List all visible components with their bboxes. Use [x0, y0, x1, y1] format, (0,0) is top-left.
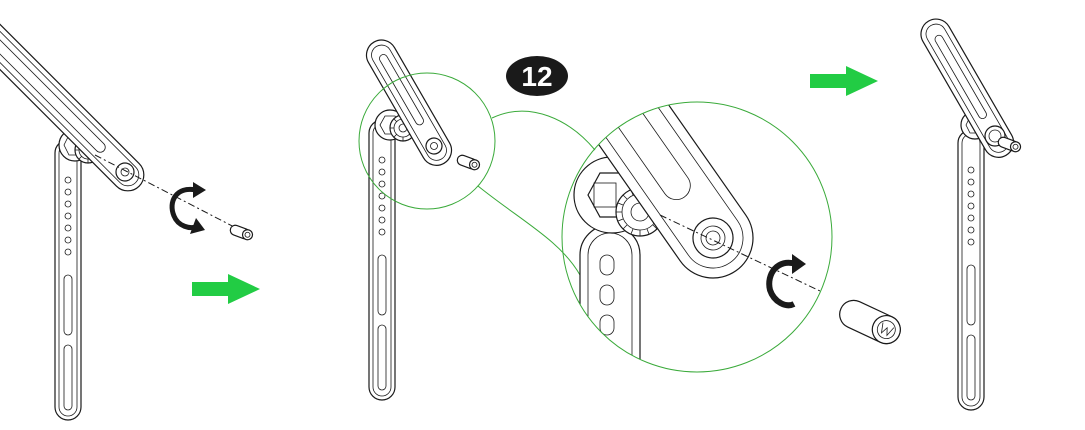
- vertical-arm: [957, 129, 985, 411]
- wing-bolt: [228, 223, 255, 242]
- slotted-arm: [0, 18, 145, 192]
- right-arrow-icon: [810, 66, 878, 96]
- step-number: 12: [521, 61, 552, 92]
- rotate-arrow-icon: [766, 254, 806, 309]
- step-badge: 12: [506, 56, 568, 96]
- panel-bracket-step-12: 12: [358, 39, 596, 401]
- panel-bracket-before: [0, 18, 260, 421]
- right-arrow-icon: [192, 274, 260, 304]
- vertical-arm: [579, 224, 641, 372]
- panel-bracket-assembled: [810, 18, 1023, 411]
- slotted-arm: [365, 39, 453, 166]
- wing-bolt: [455, 153, 482, 172]
- magnifier-icon: [561, 101, 833, 373]
- rotate-arrow-icon: [169, 182, 206, 234]
- vertical-arm: [54, 139, 82, 421]
- vertical-arm: [368, 119, 396, 401]
- wing-bolt: [839, 299, 901, 345]
- assembly-axis: [94, 154, 241, 231]
- magnifier-connector: [477, 110, 596, 276]
- magnifier-icon: [358, 72, 496, 210]
- slotted-arm: [920, 18, 1015, 158]
- panel-detail-zoom: [561, 101, 901, 373]
